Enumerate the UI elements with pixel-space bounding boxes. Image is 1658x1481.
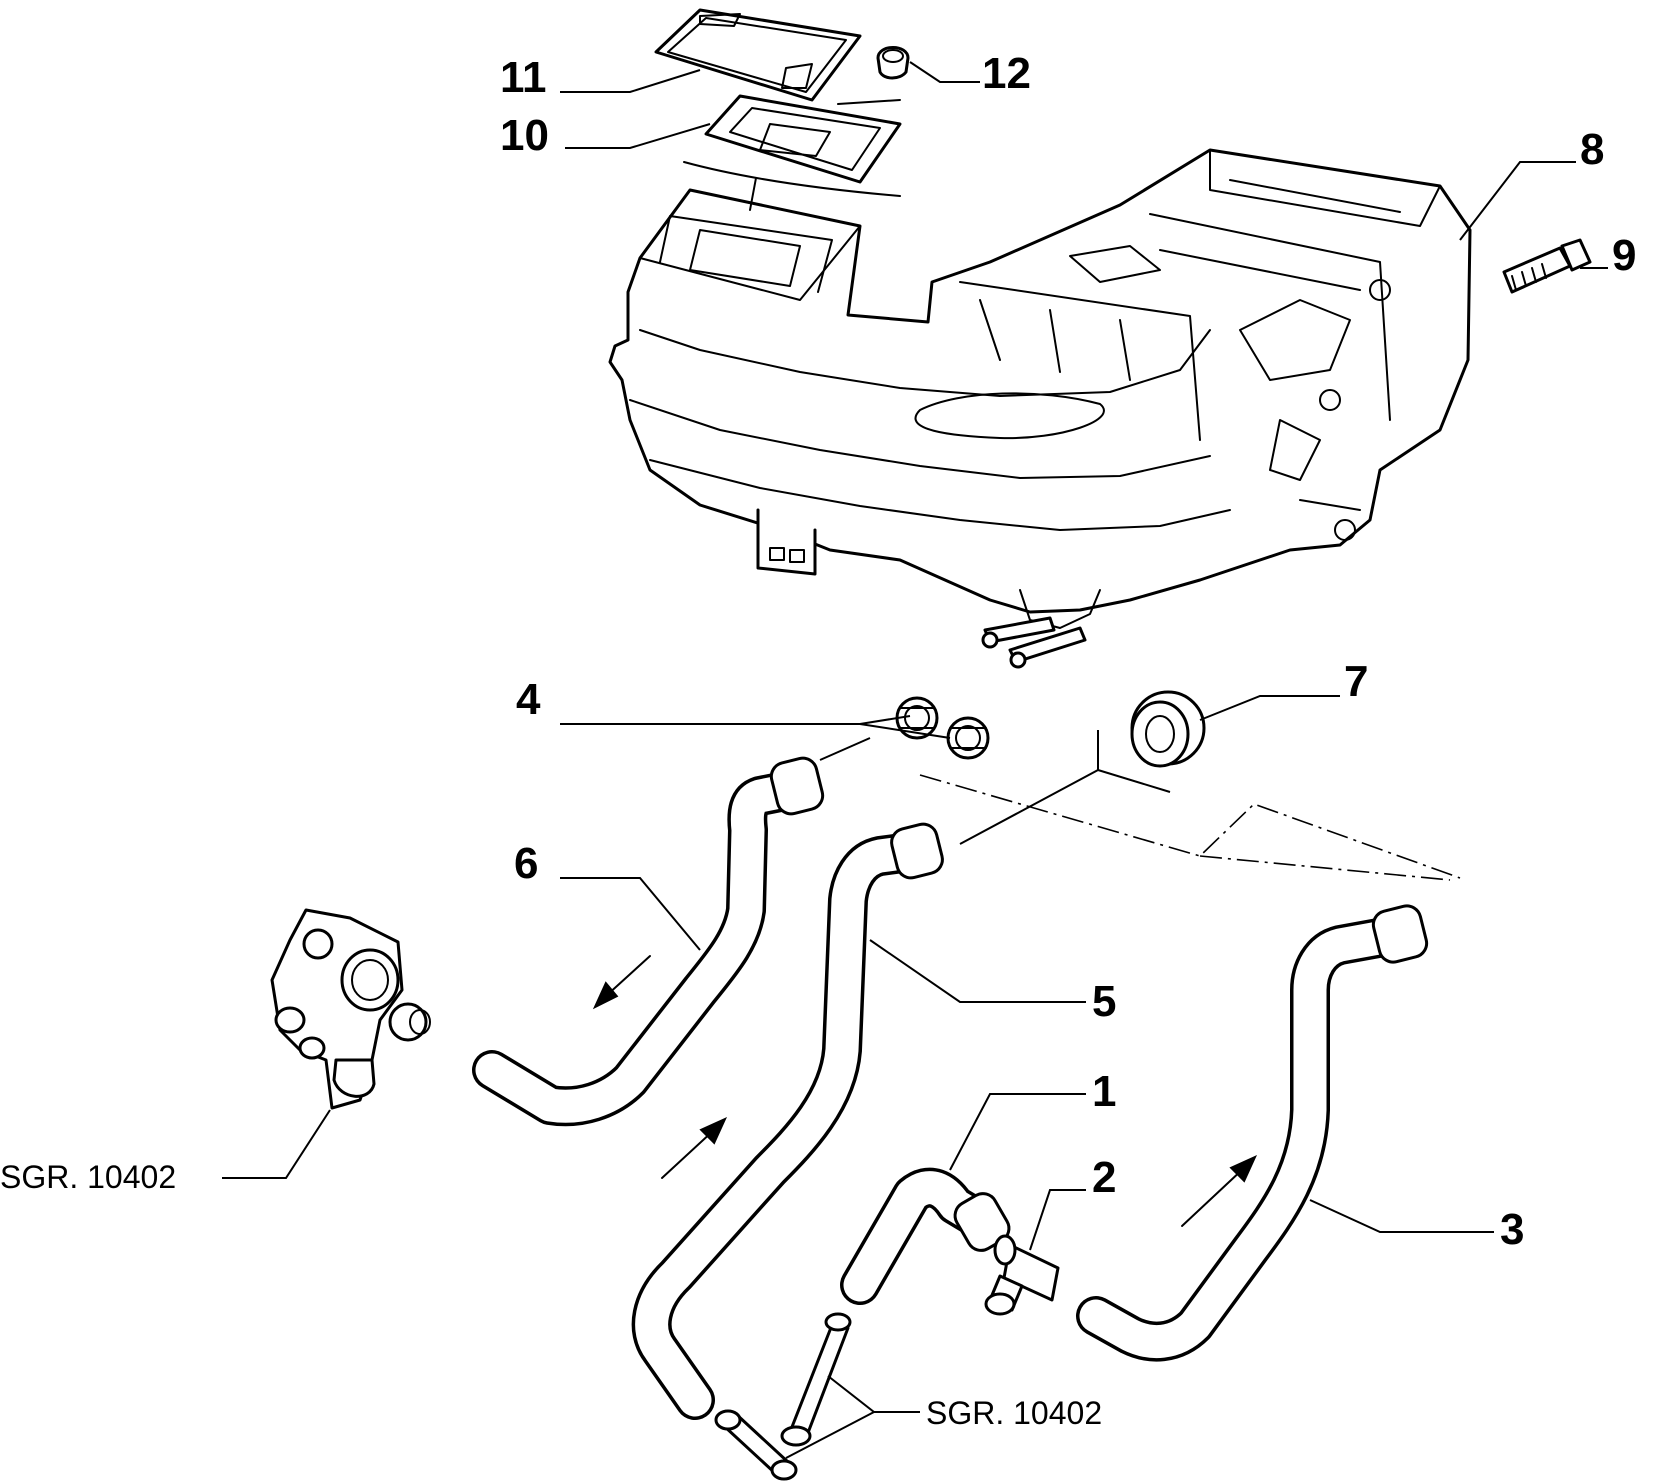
callout-7: 7 xyxy=(1344,657,1368,706)
hose-1 xyxy=(840,1167,1011,1305)
bleed-screws xyxy=(714,1312,852,1481)
cabin-filter-cover xyxy=(654,8,862,102)
callout-9: 9 xyxy=(1612,231,1636,280)
reference-label-left: SGR. 10402 xyxy=(0,1159,176,1195)
callout-10: 10 xyxy=(500,111,549,160)
t-fitting xyxy=(984,1234,1060,1316)
thermostat-housing xyxy=(270,908,431,1110)
callout-11: 11 xyxy=(500,53,547,102)
assembly-line-short xyxy=(1199,855,1451,881)
mounting-bolt xyxy=(1502,238,1592,294)
filter-frame xyxy=(683,94,902,211)
grommet xyxy=(1130,690,1206,768)
callout-6: 6 xyxy=(514,839,538,888)
flow-arrow-left xyxy=(592,955,651,1010)
reference-label-bottom: SGR. 10402 xyxy=(926,1395,1102,1431)
callout-1: 1 xyxy=(1092,1067,1116,1116)
hose-3 xyxy=(1076,904,1429,1362)
callout-4: 4 xyxy=(516,675,541,724)
flow-arrow-middle xyxy=(661,1116,728,1179)
hose-clamps xyxy=(895,696,990,760)
callout-8: 8 xyxy=(1580,125,1604,174)
hose-6 xyxy=(472,756,825,1127)
cap-nut xyxy=(876,46,910,80)
leader-lines xyxy=(222,61,1608,1459)
callout-12: 12 xyxy=(982,49,1031,98)
heater-box-assembly xyxy=(608,148,1472,669)
assembly-line-upper xyxy=(919,774,1461,879)
callout-5: 5 xyxy=(1092,977,1116,1026)
callout-3: 3 xyxy=(1500,1205,1524,1254)
hose-5 xyxy=(631,822,944,1420)
callout-2: 2 xyxy=(1092,1153,1116,1202)
flow-arrow-right xyxy=(1181,1154,1258,1227)
